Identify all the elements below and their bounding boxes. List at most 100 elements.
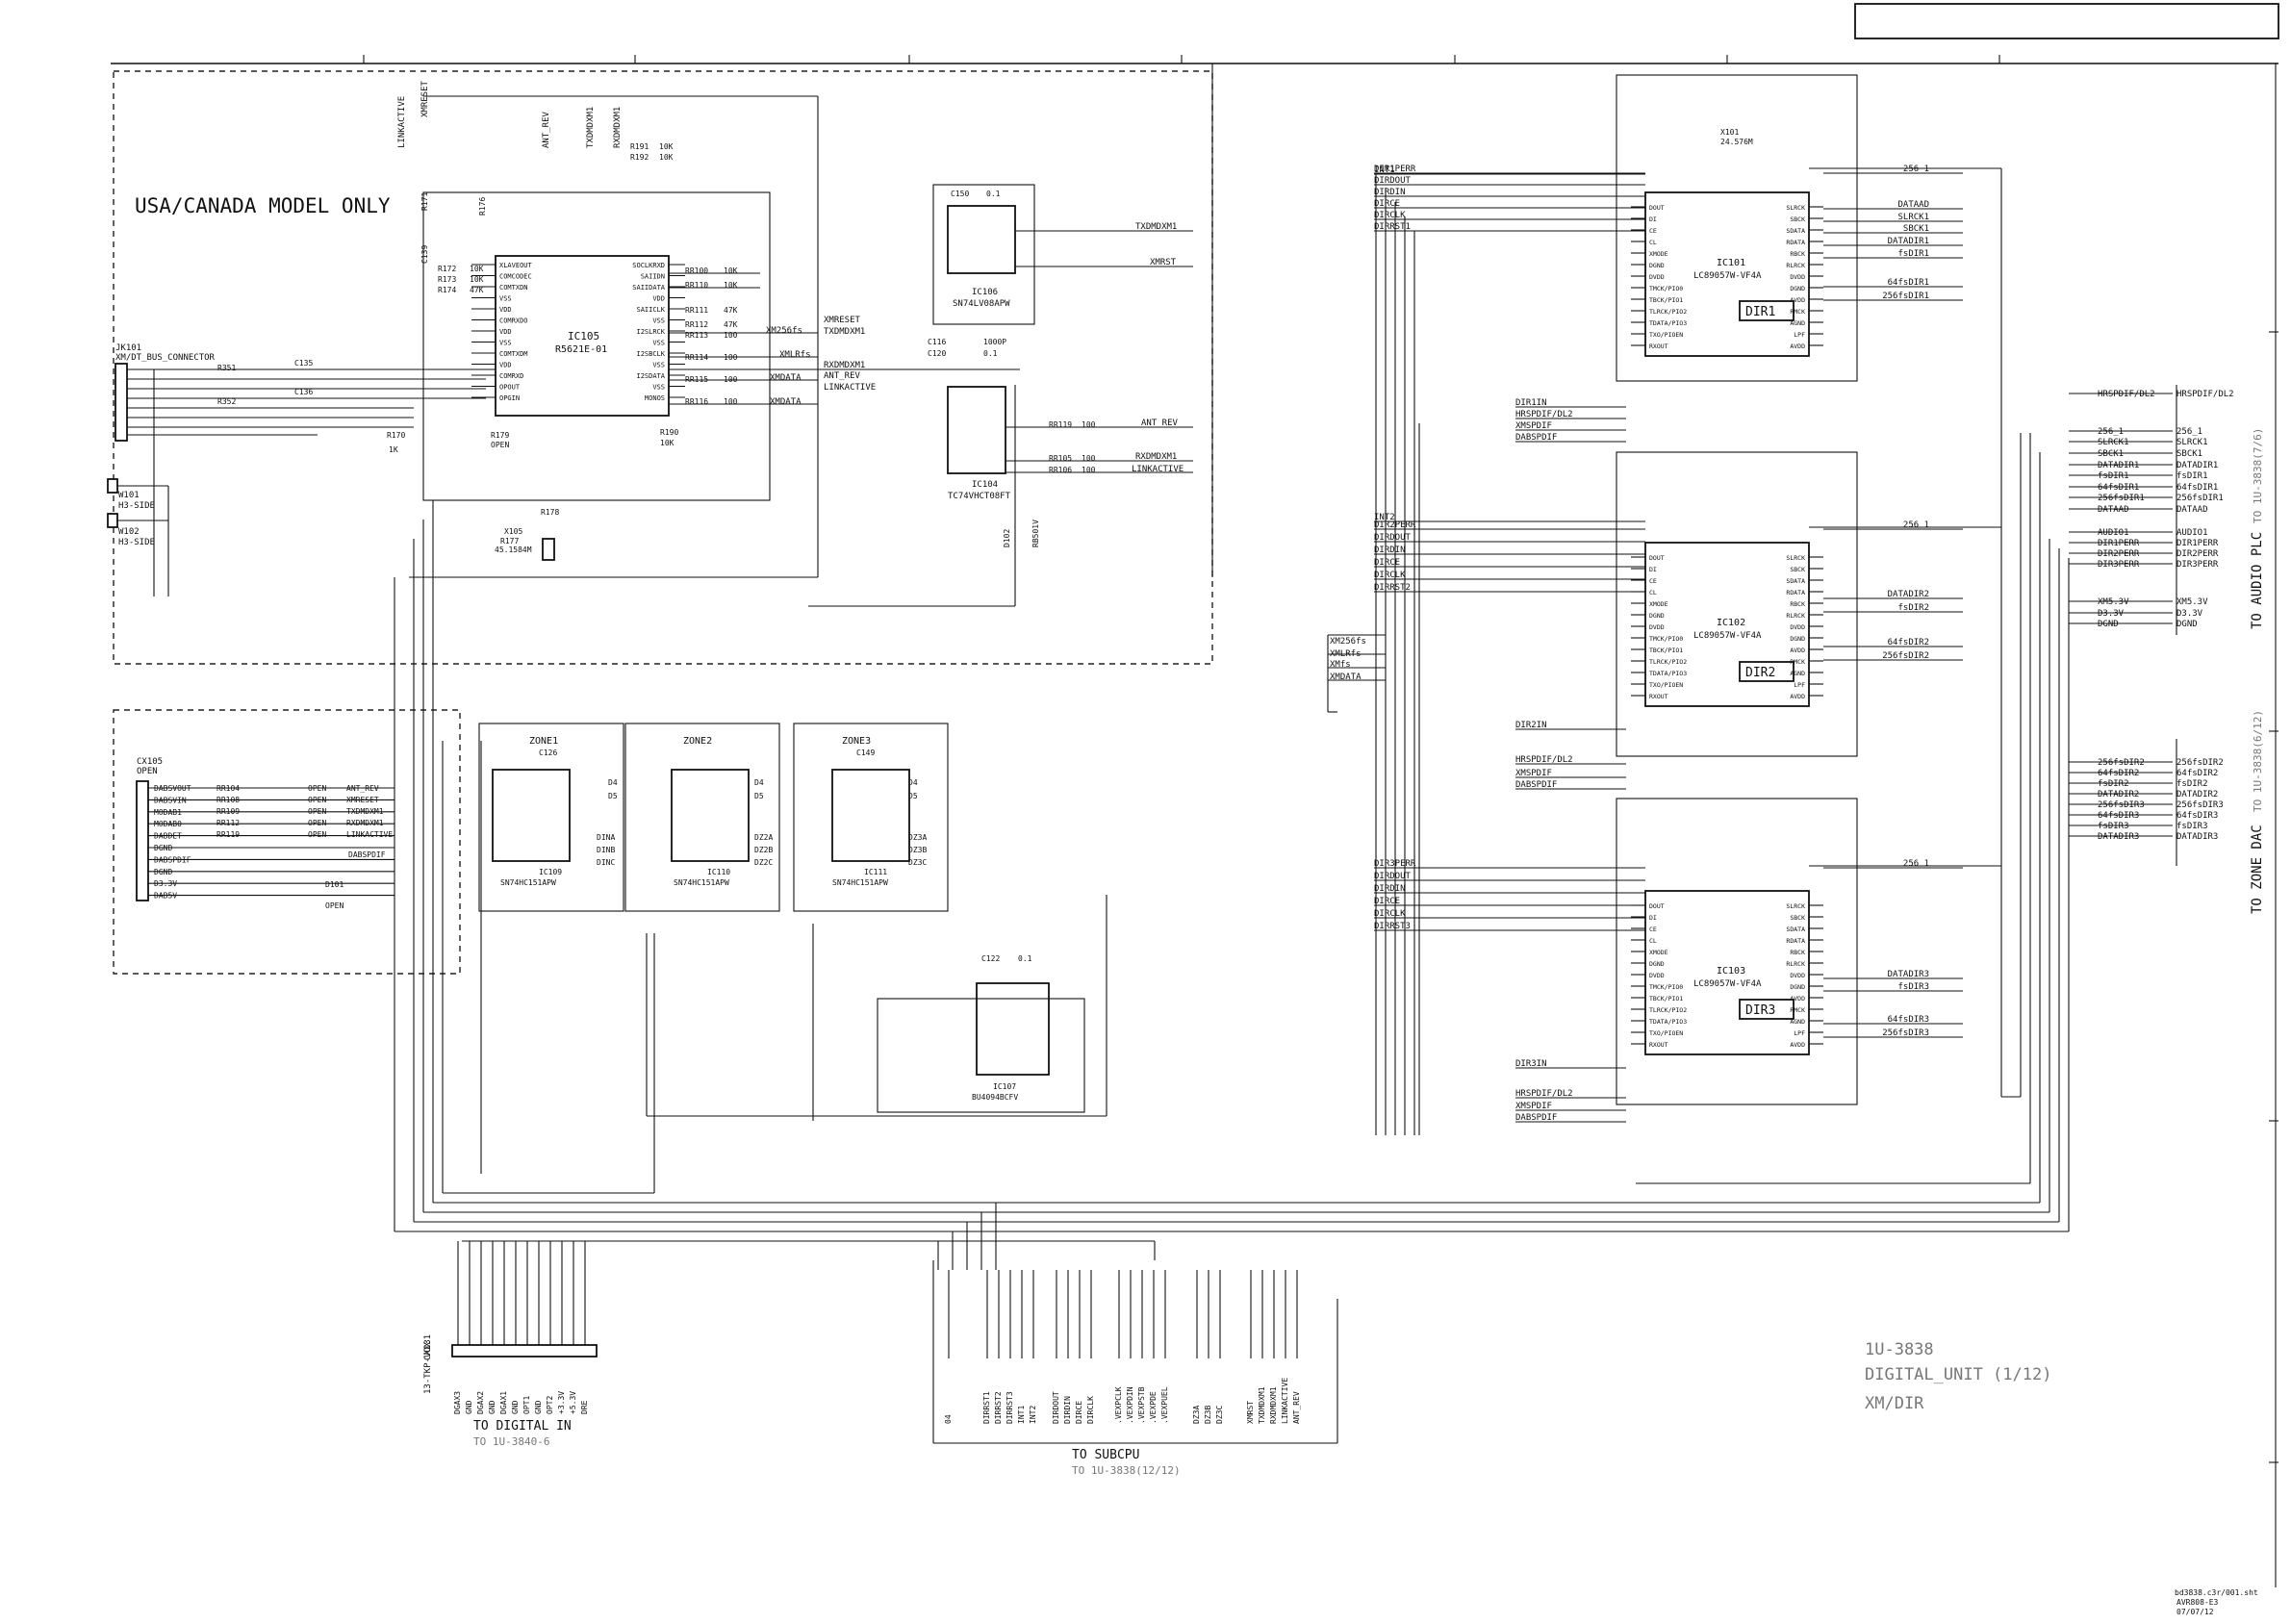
dab-region (113, 709, 461, 975)
svg-text:BU4094BCFV: BU4094BCFV (972, 1093, 1018, 1102)
dir-pin: AVDD (1790, 1041, 1805, 1049)
svg-text:D5: D5 (908, 792, 918, 800)
signal-label: DIRCLK (1374, 571, 1406, 580)
svg-text:100: 100 (1082, 454, 1096, 463)
svg-text:R178: R178 (541, 508, 559, 517)
svg-text:ANT_REV: ANT_REV (1141, 419, 1179, 428)
signal-label: XM256fs (1330, 637, 1366, 647)
signal-label: DIRDIN (1374, 884, 1406, 894)
ic103: IC103 LC89057W-VF4A DIR3 DOUTDICECLXMODE… (1616, 798, 1858, 1105)
svg-text:47K: 47K (724, 320, 738, 329)
svg-text:TXDMDXM1: TXDMDXM1 (346, 807, 384, 816)
dir-pin: DVDD (1649, 972, 1665, 979)
svg-text:C135: C135 (294, 359, 313, 368)
audio-plc-pin: HRSPDIF/DL2 (2176, 390, 2234, 399)
svg-text:ZONE2: ZONE2 (683, 736, 712, 747)
svg-text:0.1: 0.1 (983, 349, 998, 358)
dir-pin: RLRCK (1786, 960, 1805, 968)
svg-text:TO ZONE DAC: TO ZONE DAC (2250, 825, 2265, 914)
signal-label: DIRRST2 (1374, 583, 1411, 593)
svg-text:DINC: DINC (597, 858, 615, 867)
svg-text:LINKACTIVE: LINKACTIVE (346, 830, 393, 839)
dir-pin: DOUT (1649, 902, 1665, 910)
svg-text:ANT_REV: ANT_REV (542, 111, 551, 148)
ic105-pin: VSS (652, 317, 665, 325)
audio-plc-pin: D3.3V (2098, 609, 2125, 619)
svg-text:R171: R171 (420, 192, 429, 211)
signal-label: DIRCE (1374, 199, 1400, 209)
dir-pin: DVDD (1649, 273, 1665, 281)
svg-text:RR109: RR109 (216, 807, 240, 816)
cx131-pin: +3.3V (557, 1391, 566, 1414)
svg-text:TO AUDIO PLC: TO AUDIO PLC (2250, 532, 2265, 629)
svg-text:R177: R177 (500, 537, 519, 546)
svg-text:OPEN: OPEN (308, 784, 326, 793)
signal-label: DIR1PERR (1374, 165, 1416, 174)
ic105-pin: VDD (499, 306, 512, 314)
board-title: DIGITAL_UNIT (1/12) (1865, 1365, 2051, 1384)
cx131-pin: DRE (580, 1400, 589, 1414)
dir-pin: CL (1649, 589, 1657, 596)
dir-pin: CE (1649, 926, 1657, 933)
cx131-pin: DGAX2 (476, 1391, 485, 1414)
svg-text:TO 1U-3838(6/12): TO 1U-3838(6/12) (2252, 710, 2264, 812)
svg-text:ZONE1: ZONE1 (529, 736, 558, 747)
svg-text:SN74HC151APW: SN74HC151APW (500, 878, 556, 887)
subcpu-pin: INT2 (1029, 1406, 1037, 1424)
svg-text:DZ3A: DZ3A (908, 833, 927, 842)
svg-text:XMRESET: XMRESET (824, 316, 861, 325)
ic105-pin: SOCLKRXD (632, 262, 665, 269)
svg-text:10K: 10K (470, 275, 484, 284)
svg-text:DZ2B: DZ2B (754, 846, 773, 854)
ic105-pin: I2SLRCK (636, 328, 665, 336)
svg-text:RR106: RR106 (1049, 466, 1072, 474)
signal-label: DATADIR3 (1888, 970, 1929, 979)
svg-text:TXDMDXM1: TXDMDXM1 (586, 107, 596, 148)
dir-pin: DVDD (1790, 972, 1805, 979)
audio-plc-pin: 64fsDIR1 (2098, 483, 2139, 493)
subcpu-pin: RXDMDXM1 (1269, 1386, 1278, 1424)
svg-text:RR108: RR108 (216, 796, 240, 804)
dir-pin: RMCK (1790, 308, 1805, 316)
svg-text:100: 100 (724, 397, 738, 406)
svg-text:LC89057W-VF4A: LC89057W-VF4A (1693, 979, 1762, 989)
svg-text:H3-SIDE: H3-SIDE (118, 538, 155, 547)
subcpu-pin: DIRDOUT (1052, 1391, 1060, 1424)
svg-text:RR112: RR112 (685, 320, 708, 329)
audio-plc-pin: XM5.3V (2098, 597, 2129, 607)
svg-text:DZ3B: DZ3B (908, 846, 927, 854)
dir-pin: DI (1649, 914, 1657, 922)
svg-text:DZ3C: DZ3C (908, 858, 927, 867)
svg-text:SN74HC151APW: SN74HC151APW (674, 878, 729, 887)
svg-text:CX131: CX131 (423, 1334, 433, 1360)
svg-text:RR113: RR113 (685, 331, 708, 340)
svg-text:W102: W102 (118, 527, 140, 537)
svg-text:D4: D4 (754, 778, 764, 787)
subcpu-pin: XMRST (1246, 1401, 1255, 1424)
signal-label: DIRRST3 (1374, 922, 1411, 931)
subcpu-pin: DIRRST3 (1005, 1391, 1014, 1424)
signal-label: HRSPDIF/DL2 (1515, 755, 1573, 765)
dir-pin: DOUT (1649, 204, 1665, 212)
audio-plc-pin: DIR3PERR (2098, 560, 2140, 570)
subcpu-pin: TXDMDXM1 (1258, 1386, 1266, 1424)
svg-text:C120: C120 (928, 349, 946, 358)
dir-pin: AGND (1790, 1018, 1805, 1026)
dir-pin: XMODE (1649, 250, 1668, 258)
ic105-pin: I2SBCLK (636, 350, 665, 358)
svg-text:TXDMDXM1: TXDMDXM1 (824, 327, 865, 337)
bus-wires (394, 63, 2070, 1270)
svg-text:R191: R191 (630, 142, 649, 151)
dir-pin: TDATA/PIO3 (1649, 1018, 1687, 1026)
svg-text:ANT_REV: ANT_REV (824, 371, 861, 381)
dir-pin: DGND (1790, 983, 1805, 991)
audio-plc-pin: DIR2PERR (2176, 549, 2219, 559)
subcpu-pin: .VEXPDE (1149, 1391, 1158, 1424)
